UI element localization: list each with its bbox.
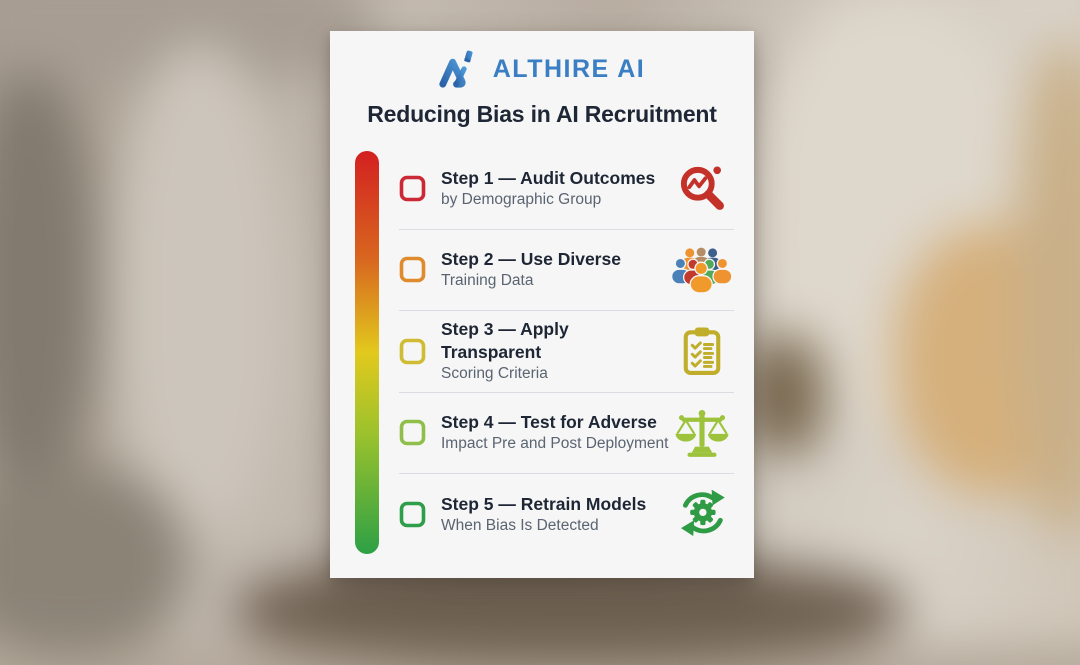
step-title: Step 2 — Use Diverse [441,249,621,270]
background-blur-blob [115,45,285,535]
steps-list: Step 1 — Audit Outcomes by Demographic G… [399,148,734,556]
background-blur-blob [1015,45,1080,535]
step-3-checkbox [399,338,426,365]
magnifier-chart-icon [670,161,734,215]
retrain-gear-icon [670,487,734,543]
severity-gradient-bar [355,151,379,554]
step-row-5: Step 5 — Retrain Models When Bias Is Det… [399,474,734,556]
checklist-clipboard-icon [670,323,734,379]
step-subtitle: Scoring Criteria [441,364,548,382]
step-subtitle: by Demographic Group [441,190,602,208]
balance-scale-icon [670,407,734,459]
step-title: Step 3 — Apply Transparent [441,319,569,363]
step-row-4: Step 4 — Test for Adverse Impact Pre and… [399,393,734,474]
step-row-2: Step 2 — Use Diverse Training Data [399,230,734,311]
step-row-1: Step 1 — Audit Outcomes by Demographic G… [399,148,734,230]
diverse-people-icon [670,245,734,295]
infographic-card: ALTHIRE AI Reducing Bias in AI Recruitme… [330,31,754,578]
step-subtitle: When Bias Is Detected [441,517,599,535]
step-4-checkbox [399,419,426,446]
poster-title: Reducing Bias in AI Recruitment [367,101,717,127]
step-title: Step 1 — Audit Outcomes [441,167,656,188]
althire-logo-icon [439,50,473,88]
step-subtitle: Impact Pre and Post Deployment [441,435,669,453]
step-5-checkbox [399,501,426,528]
brand-name: ALTHIRE AI [492,54,646,83]
step-title: Step 5 — Retrain Models [441,494,647,515]
step-row-3: Step 3 — Apply Transparent Scoring Crite… [399,311,734,393]
background-blur-blob [0,465,185,655]
step-subtitle: Training Data [441,272,534,290]
step-2-checkbox [399,256,426,283]
brand: ALTHIRE AI [330,47,754,91]
background-blur-blob [0,75,97,505]
step-title: Step 4 — Test for Adverse [441,412,657,433]
step-1-checkbox [399,175,426,202]
background-blur-blob [745,335,825,455]
